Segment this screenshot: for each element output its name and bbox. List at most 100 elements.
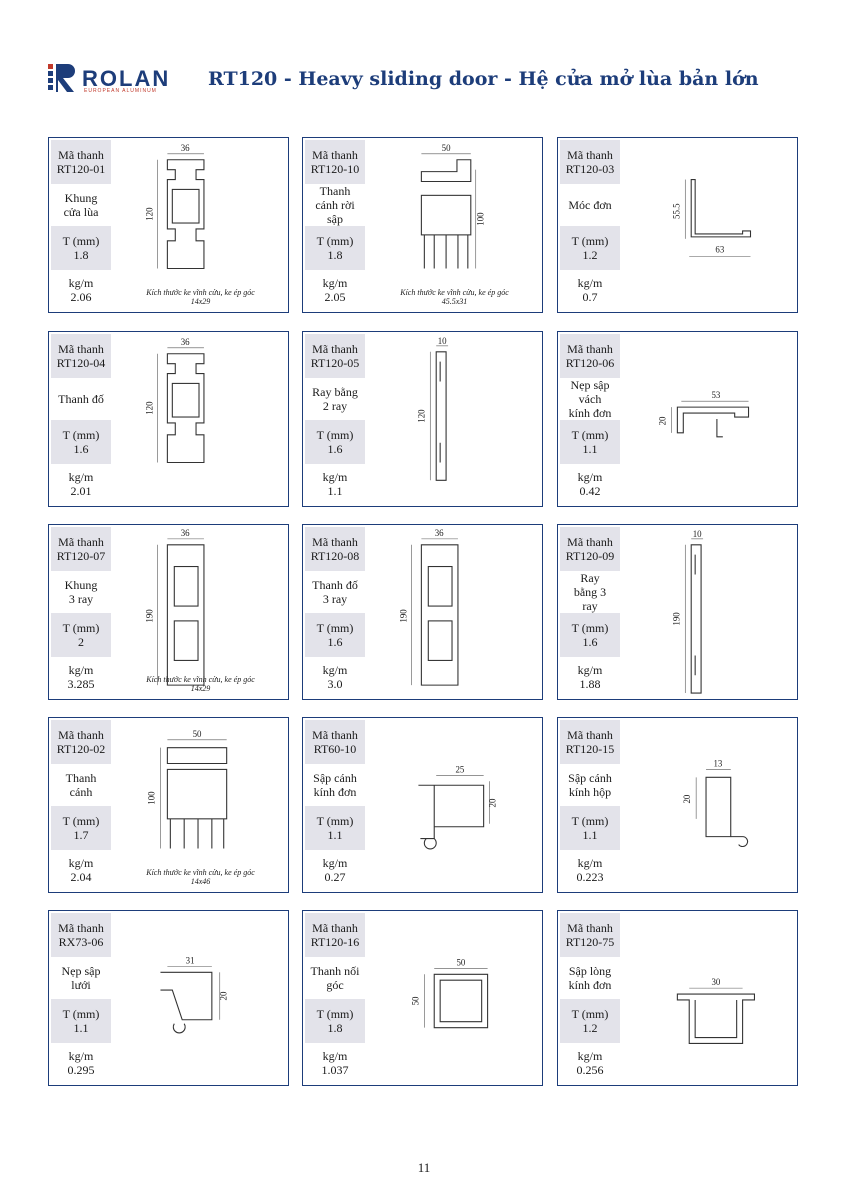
profile-thickness: T (mm)1.1 bbox=[305, 806, 365, 850]
brand-name: ROLAN bbox=[82, 66, 171, 91]
profile-thickness: T (mm)1.2 bbox=[560, 999, 620, 1043]
profile-thickness: T (mm)1.7 bbox=[51, 806, 111, 850]
profile-section-diagram: 36 190 bbox=[399, 528, 459, 686]
profile-thickness: T (mm)1.1 bbox=[560, 420, 620, 464]
svg-text:20: 20 bbox=[658, 416, 668, 425]
profile-drawing: 13 20 bbox=[622, 720, 795, 890]
svg-text:10: 10 bbox=[693, 529, 702, 539]
svg-text:20: 20 bbox=[682, 794, 692, 803]
profile-thickness: T (mm)1.8 bbox=[305, 999, 365, 1043]
svg-text:100: 100 bbox=[476, 212, 486, 226]
svg-text:31: 31 bbox=[186, 955, 195, 965]
svg-text:50: 50 bbox=[410, 996, 420, 1005]
logo-mark-icon bbox=[48, 64, 75, 92]
profile-drawing: 36 190 bbox=[367, 527, 540, 697]
profile-section-diagram: 30 bbox=[676, 977, 756, 1045]
profile-thickness: T (mm)1.8 bbox=[305, 226, 365, 270]
profile-drawing: 10 190 bbox=[622, 527, 795, 697]
svg-text:36: 36 bbox=[181, 143, 190, 153]
svg-text:120: 120 bbox=[145, 207, 155, 221]
svg-text:30: 30 bbox=[711, 977, 720, 987]
svg-text:13: 13 bbox=[713, 758, 722, 768]
svg-text:25: 25 bbox=[455, 764, 464, 774]
profile-section-diagram: 13 20 bbox=[682, 758, 749, 847]
svg-text:190: 190 bbox=[671, 612, 681, 626]
profile-thickness: T (mm)1.6 bbox=[51, 420, 111, 464]
profile-thickness: T (mm)1.6 bbox=[560, 613, 620, 657]
profile-thickness: T (mm)1.1 bbox=[560, 806, 620, 850]
profile-thickness: T (mm)1.2 bbox=[560, 226, 620, 270]
profile-name: Thanh đố bbox=[58, 392, 104, 406]
svg-text:10: 10 bbox=[438, 336, 447, 346]
profile-thickness: T (mm)1.6 bbox=[305, 420, 365, 464]
svg-text:20: 20 bbox=[219, 991, 229, 1000]
svg-text:36: 36 bbox=[435, 528, 444, 538]
profile-drawing: 31 20 bbox=[113, 913, 286, 1083]
svg-text:190: 190 bbox=[399, 609, 409, 623]
svg-text:190: 190 bbox=[145, 609, 155, 623]
profile-thickness: T (mm)1.6 bbox=[305, 613, 365, 657]
svg-text:50: 50 bbox=[193, 729, 202, 739]
profile-section-diagram: 25 20 bbox=[418, 764, 498, 850]
svg-text:20: 20 bbox=[488, 798, 498, 807]
svg-text:120: 120 bbox=[145, 401, 155, 415]
profile-section-diagram: 10 190 bbox=[671, 529, 704, 694]
svg-text:63: 63 bbox=[715, 245, 724, 255]
